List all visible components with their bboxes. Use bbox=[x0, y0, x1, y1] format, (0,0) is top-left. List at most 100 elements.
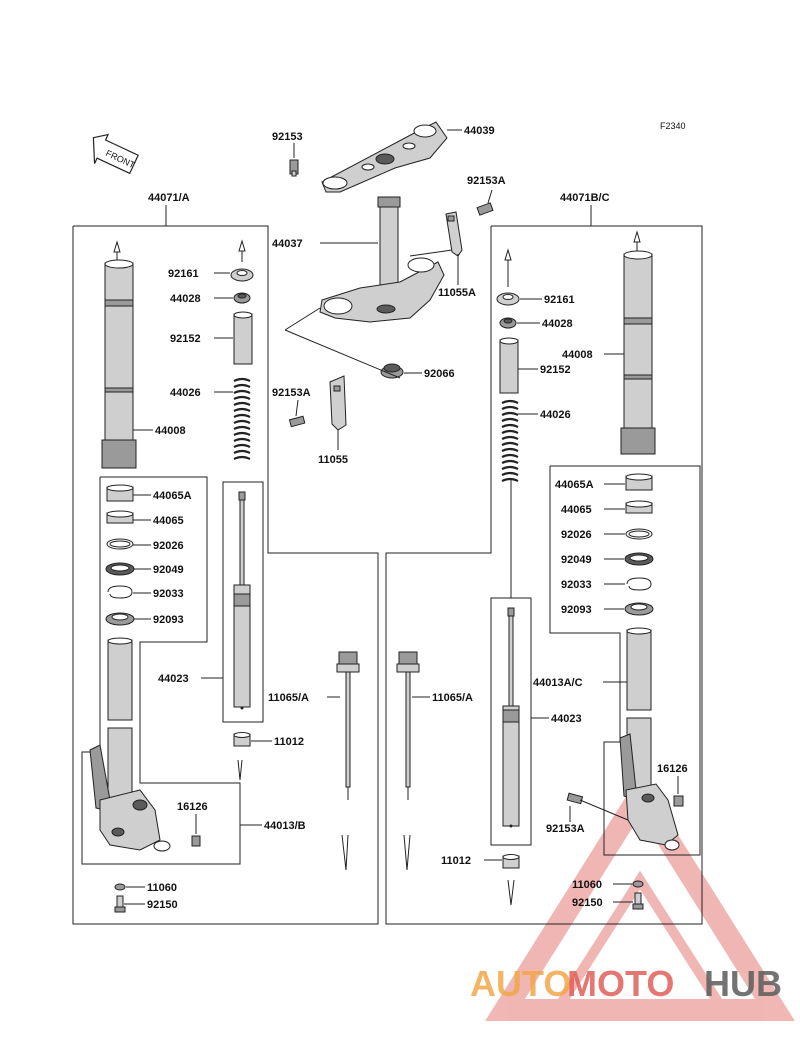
label-r-44013AC: 44013A/C bbox=[533, 677, 583, 689]
left-seal-subframe bbox=[81, 476, 241, 865]
right-inner-tube-44013AC bbox=[619, 627, 680, 851]
label-11055: 11055 bbox=[318, 454, 348, 466]
front-arrow-icon: FRONT bbox=[92, 133, 139, 175]
label-l-44026: 44026 bbox=[170, 387, 201, 399]
label-r-92049: 92049 bbox=[561, 554, 592, 566]
left-collar-11012 bbox=[233, 732, 251, 747]
label-l-44008: 44008 bbox=[155, 425, 186, 437]
left-spacer-92152 bbox=[233, 311, 253, 365]
label-l-44013B: 44013/B bbox=[264, 820, 306, 832]
label-r-92093: 92093 bbox=[561, 604, 592, 616]
left-damper-44023 bbox=[222, 481, 264, 723]
label-r-44065A: 44065A bbox=[555, 479, 594, 491]
left-bolt-16126 bbox=[191, 835, 201, 847]
right-spring-44026 bbox=[501, 399, 519, 482]
label-l-16126: 16126 bbox=[177, 801, 208, 813]
label-l-92150: 92150 bbox=[147, 899, 178, 911]
label-44039: 44039 bbox=[464, 125, 495, 137]
label-r-92152: 92152 bbox=[540, 364, 571, 376]
upper-triple-clamp bbox=[321, 121, 448, 193]
right-washer-92026 bbox=[625, 528, 653, 540]
right-bolt-92153A bbox=[566, 792, 584, 805]
left-bushing-44065 bbox=[106, 510, 134, 524]
label-r-11012: 11012 bbox=[441, 855, 471, 867]
label-r-92161: 92161 bbox=[544, 294, 575, 306]
right-spacer-92152 bbox=[499, 337, 519, 394]
left-washer-11060 bbox=[114, 883, 126, 891]
left-seal-44028 bbox=[233, 292, 251, 304]
label-l-92033: 92033 bbox=[153, 588, 184, 600]
right-bushing-44065 bbox=[625, 500, 653, 514]
right-outer-tube-44008 bbox=[620, 230, 656, 455]
left-rod-11065A bbox=[336, 651, 360, 800]
nut-92066 bbox=[380, 363, 404, 379]
right-seal-44028 bbox=[499, 317, 517, 329]
watermark-triangle bbox=[485, 774, 795, 1021]
bracket-11055 bbox=[329, 375, 347, 431]
bolt-92153-top bbox=[289, 159, 299, 177]
watermark-moto: MOTO bbox=[567, 963, 674, 1004]
watermark-logo: AUTO MOTO HUB bbox=[470, 963, 782, 1004]
label-r-44065: 44065 bbox=[561, 504, 592, 516]
right-dust-seal-92093 bbox=[624, 602, 654, 616]
label-l-44023: 44023 bbox=[158, 673, 189, 685]
label-44037: 44037 bbox=[272, 238, 303, 250]
label-r-44028: 44028 bbox=[542, 318, 573, 330]
label-r-44023: 44023 bbox=[551, 713, 582, 725]
bolt-92153A-top bbox=[476, 202, 494, 216]
left-inner-tube-44013B bbox=[89, 637, 171, 852]
label-l-44065A: 44065A bbox=[153, 490, 192, 502]
label-l-44028: 44028 bbox=[170, 293, 201, 305]
bolt-92153A-left bbox=[288, 415, 306, 428]
right-collar-11012 bbox=[502, 854, 520, 869]
right-damper-44023 bbox=[490, 597, 532, 846]
right-bushing-44065A bbox=[625, 473, 653, 491]
label-l-92161: 92161 bbox=[168, 268, 199, 280]
label-l-92026: 92026 bbox=[153, 540, 184, 552]
label-r-92150: 92150 bbox=[572, 897, 603, 909]
steering-stem bbox=[319, 196, 445, 323]
label-r-11060: 11060 bbox=[572, 879, 602, 891]
label-r-44008: 44008 bbox=[562, 349, 593, 361]
left-bolt-92150 bbox=[114, 895, 126, 913]
label-r-92033: 92033 bbox=[561, 579, 592, 591]
label-r-92026: 92026 bbox=[561, 529, 592, 541]
label-l-44065: 44065 bbox=[153, 515, 184, 527]
left-cap-92161 bbox=[230, 268, 254, 282]
watermark-auto: AUTO bbox=[470, 963, 571, 1004]
label-92153A-top: 92153A bbox=[467, 175, 506, 187]
figure-code: F2340 bbox=[660, 121, 686, 131]
label-right-group: 44071B/C bbox=[560, 192, 610, 204]
left-dust-seal-92093 bbox=[105, 612, 135, 626]
label-l-11060: 11060 bbox=[147, 882, 177, 894]
label-r-16126: 16126 bbox=[657, 763, 688, 775]
label-l-92152: 92152 bbox=[170, 333, 201, 345]
right-washer-11060 bbox=[632, 880, 644, 888]
bracket-11055A bbox=[445, 211, 463, 257]
right-oil-seal-92049 bbox=[624, 552, 654, 566]
right-bolt-16126 bbox=[673, 795, 684, 807]
label-11055A: 11055A bbox=[438, 287, 476, 299]
label-r-44026: 44026 bbox=[540, 409, 571, 421]
label-92153A-left: 92153A bbox=[272, 387, 311, 399]
label-92153-top: 92153 bbox=[272, 131, 303, 143]
label-l-92049: 92049 bbox=[153, 564, 184, 576]
label-r-92153A: 92153A bbox=[546, 823, 585, 835]
left-oil-seal-92049 bbox=[105, 562, 135, 576]
right-bolt-92150 bbox=[632, 892, 644, 910]
left-group-frame bbox=[72, 225, 379, 925]
label-l-92093: 92093 bbox=[153, 614, 184, 626]
label-l-11065A: 11065/A bbox=[268, 692, 309, 704]
left-spring-44026 bbox=[233, 377, 251, 460]
label-l-11012: 11012 bbox=[274, 736, 304, 748]
right-cap-92161 bbox=[496, 292, 520, 306]
right-group-frame bbox=[385, 225, 703, 925]
label-r-11065A: 11065/A bbox=[432, 692, 473, 704]
right-seal-subframe bbox=[549, 465, 701, 856]
label-left-group: 44071/A bbox=[148, 192, 190, 204]
left-clip-92033 bbox=[107, 585, 133, 599]
left-washer-92026 bbox=[106, 538, 134, 550]
right-clip-92033 bbox=[626, 577, 652, 591]
left-bushing-44065A bbox=[106, 484, 134, 502]
